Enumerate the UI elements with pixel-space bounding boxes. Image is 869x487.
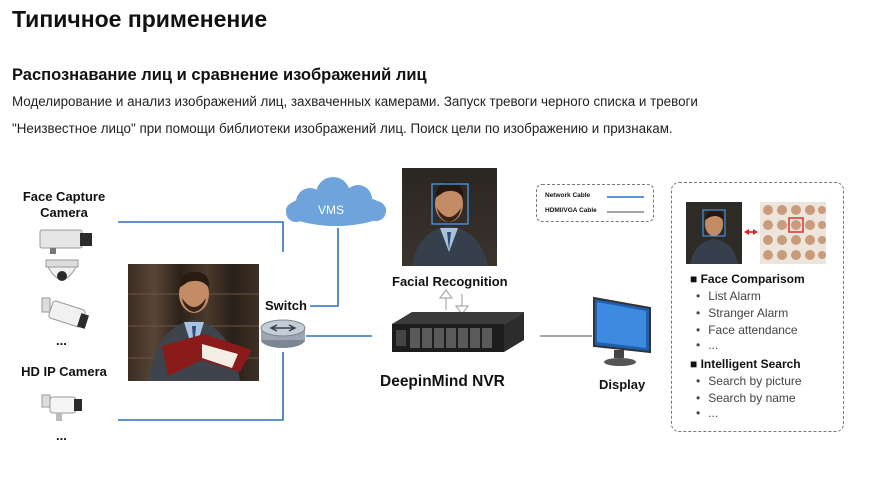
display-monitor-icon xyxy=(593,296,651,366)
nvr-label: DeepinMind NVR xyxy=(380,373,505,390)
hd-ip-camera-label: HD IP Camera xyxy=(21,364,107,379)
wire-hdip-to-switch xyxy=(118,352,284,421)
query-face-thumbnail xyxy=(686,202,742,264)
face-portrait xyxy=(412,181,488,266)
legend-hdmi-cable-label: HDMI/VGA Cable xyxy=(545,207,597,214)
display-label: Display xyxy=(599,377,646,392)
square-bullet-icon: ■ xyxy=(690,272,701,286)
intelligent-search-title-text: Intelligent Search xyxy=(700,357,801,371)
section-subtitle: Распознавание лиц и сравнение изображени… xyxy=(12,66,427,84)
list-item: •List Alarm xyxy=(696,289,761,303)
list-item: •Search by name xyxy=(696,391,796,405)
cable-legend xyxy=(536,184,654,222)
square-bullet-icon: ■ xyxy=(690,357,701,371)
bullet-camera-icon xyxy=(41,297,89,329)
compare-arrow-icon xyxy=(744,229,758,235)
face-grid-image xyxy=(763,205,826,260)
list-item: •Face attendance xyxy=(696,323,798,337)
vms-label: VMS xyxy=(318,203,345,217)
person-illustration xyxy=(128,271,259,381)
list-item: •... xyxy=(696,406,719,420)
list-item: •Search by picture xyxy=(696,374,802,388)
group1-block: ■ Face Comparisom •List Alarm •Stranger … xyxy=(690,272,805,352)
description-line-1: Моделирование и анализ изображений лиц, … xyxy=(12,94,698,109)
face-comparison-title: ■ Face Comparisom xyxy=(690,272,805,286)
hd-ip-more: ... xyxy=(56,428,67,443)
face-comparison-title-text: Face Comparisom xyxy=(700,272,805,286)
intelligent-search-title: ■ Intelligent Search xyxy=(690,357,802,371)
facial-recognition-photo xyxy=(402,168,497,266)
page-title: Типичное применение xyxy=(12,6,268,32)
hd-ip-camera-icon xyxy=(41,394,82,421)
sync-arrows-icon xyxy=(438,289,470,315)
wire-vms-to-switch xyxy=(310,228,339,307)
switch-icon xyxy=(260,319,306,348)
face-capture-more: ... xyxy=(56,333,67,348)
description-line-2: "Неизвестное лицо" при помощи библиотеки… xyxy=(12,121,673,136)
nvr-device-icon xyxy=(392,312,524,352)
vms-cloud-icon xyxy=(286,177,386,226)
switch-label: Switch xyxy=(265,298,307,313)
list-item: •... xyxy=(696,338,719,352)
legend-network-cable-label: Network Cable xyxy=(545,192,591,199)
thumbnail-portrait xyxy=(690,209,738,264)
wire-capture-to-switch xyxy=(118,221,284,252)
features-panel xyxy=(671,182,844,432)
dome-camera-icon xyxy=(45,259,79,281)
list-item: •Stranger Alarm xyxy=(696,306,789,320)
face-library-grid xyxy=(760,202,826,264)
box-camera-icon xyxy=(39,229,92,254)
reading-man-photo xyxy=(128,264,259,381)
group2-block: ■ Intelligent Search •Search by picture … xyxy=(690,357,802,420)
face-capture-camera-label: Face Capture Camera xyxy=(22,189,106,220)
facial-recognition-label: Facial Recognition xyxy=(392,274,508,289)
